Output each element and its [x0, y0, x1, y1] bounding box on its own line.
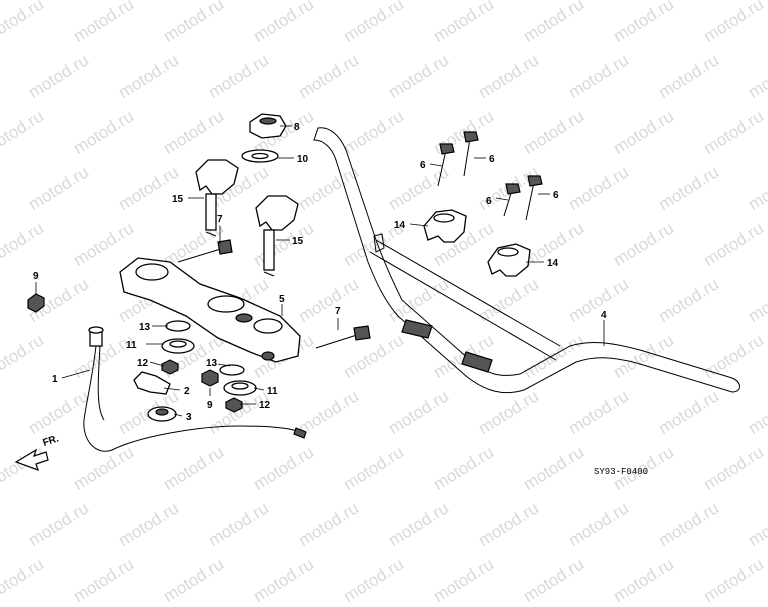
- callout-9-right: 9: [207, 400, 213, 411]
- cable: [83, 326, 307, 452]
- callout-5: 5: [279, 294, 285, 305]
- long-bolt-lower: [315, 325, 371, 349]
- callout-7-lower: 7: [335, 306, 341, 317]
- callout-6-d: 6: [553, 190, 559, 201]
- long-bolt-upper: [177, 239, 233, 263]
- callout-7-upper: 7: [217, 214, 223, 225]
- callouts: 8 10 15 7 15 9 5 13 11 12 2 1 3 13 11 9 …: [33, 122, 607, 423]
- front-direction-arrow: FR.: [14, 433, 61, 471]
- grommet-11-left: [161, 338, 195, 354]
- lower-holder-left: [195, 159, 239, 237]
- callout-6-b: 6: [489, 154, 495, 165]
- direction-label: FR.: [42, 433, 61, 449]
- bolts-part-6: [437, 131, 543, 221]
- callout-6-a: 6: [420, 160, 426, 171]
- callout-13-left: 13: [139, 322, 151, 333]
- top-bridge: [119, 257, 301, 363]
- callout-4: 4: [601, 310, 607, 321]
- grommet-11-right: [223, 380, 257, 396]
- callout-15-right: 15: [292, 236, 304, 247]
- callout-3: 3: [186, 412, 192, 423]
- callout-2: 2: [184, 386, 190, 397]
- callout-1: 1: [52, 374, 58, 385]
- grommet-13-left: [165, 320, 191, 332]
- callout-15-left: 15: [172, 194, 184, 205]
- callout-9-left: 9: [33, 271, 39, 282]
- callout-11-right: 11: [267, 386, 278, 397]
- callout-8: 8: [294, 122, 300, 133]
- diagram-code: SY93-F0400: [594, 467, 648, 477]
- nut-12-left: [161, 359, 179, 375]
- callout-12-right: 12: [259, 400, 271, 411]
- handlebar: [313, 127, 740, 394]
- callout-14-right: 14: [547, 258, 559, 269]
- callout-14-left: 14: [394, 220, 406, 231]
- callout-10: 10: [297, 154, 309, 165]
- nut-12-right: [225, 397, 243, 413]
- callout-13-right: 13: [206, 358, 218, 369]
- upper-holder-right: [487, 243, 531, 277]
- bracket-2: [133, 371, 171, 395]
- nut-9-right: [201, 369, 219, 387]
- nut-left: [27, 293, 45, 313]
- washer: [241, 149, 279, 163]
- grommet-13-right: [219, 364, 245, 376]
- callout-11-left: 11: [126, 340, 137, 351]
- cable-guide-3: [147, 406, 177, 422]
- leader-lines: [35, 125, 605, 417]
- top-nut: [249, 113, 287, 139]
- parts-diagram: FR. 8 10 15 7 15 9 5 13: [14, 113, 740, 477]
- callout-12-left: 12: [137, 358, 149, 369]
- upper-holder-left: [423, 209, 467, 243]
- callout-6-c: 6: [486, 196, 492, 207]
- lower-holder-right: [255, 195, 299, 277]
